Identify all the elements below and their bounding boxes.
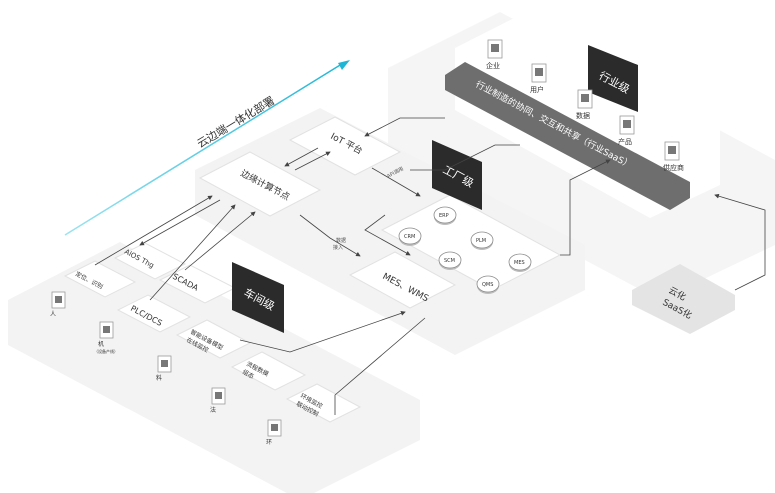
app-disc-crm: CRM bbox=[398, 227, 422, 246]
plc-card bbox=[116, 294, 192, 333]
app-disc-label: ERP bbox=[439, 213, 449, 219]
line-edge-aiot bbox=[139, 199, 221, 246]
line-edge-mes bbox=[299, 214, 361, 257]
app-disc-qms: QMS bbox=[476, 275, 500, 294]
factor-icon-label: 环 bbox=[266, 439, 272, 446]
line-iot-edge-b bbox=[294, 151, 331, 171]
industry-icon-2: 用户 bbox=[530, 63, 547, 94]
app-disc-label: QMS bbox=[482, 282, 493, 288]
industry-title-block: 行业级 bbox=[588, 45, 638, 112]
industry-icon-label: 企业 bbox=[486, 61, 500, 70]
line-iot-apps bbox=[410, 144, 520, 171]
factor-icon-label: 机 bbox=[98, 340, 104, 348]
data-access-label-1: 数据 bbox=[336, 237, 346, 244]
factor-icon-people: 人 bbox=[50, 291, 66, 318]
factor-icon-label: （设备产线） bbox=[94, 348, 118, 354]
factor-icon-label: 人 bbox=[50, 311, 56, 318]
env-card bbox=[285, 383, 362, 423]
aiot-card bbox=[113, 242, 187, 280]
workshop-title-block: 车间级 bbox=[232, 262, 284, 333]
factor-icon-material: 料 bbox=[156, 355, 172, 382]
app-disc-label: PLM bbox=[476, 238, 486, 244]
line-iot-apps-api bbox=[371, 167, 421, 197]
industry-icon-label: 数据 bbox=[576, 111, 590, 120]
industry-icon-5: 供应商 bbox=[663, 141, 684, 172]
equipment-card bbox=[175, 319, 252, 359]
factor-icon-environment: 环 bbox=[266, 419, 282, 446]
industry-icon-label: 供应商 bbox=[663, 163, 684, 172]
line-apps-industry bbox=[560, 159, 611, 256]
workshop-factor-icons: 人机（设备产线） 料法环 bbox=[50, 291, 282, 446]
line-edge-scada bbox=[184, 211, 256, 271]
app-disc-mes: MES bbox=[508, 253, 532, 272]
workshop-platform bbox=[8, 242, 420, 493]
position-card bbox=[63, 260, 137, 298]
line-edge-position bbox=[94, 195, 213, 266]
industry-icon-3: 数据 bbox=[576, 89, 593, 120]
mes-wms-card bbox=[348, 251, 457, 309]
line-cloud-industry bbox=[714, 193, 766, 291]
line-iot-edge-a bbox=[284, 147, 319, 167]
app-disc-scm: SCM bbox=[438, 251, 462, 270]
deployment-arrowhead bbox=[338, 60, 350, 70]
line-env-mes bbox=[334, 317, 426, 415]
edge-node-card bbox=[198, 151, 322, 217]
factory-app-discs: ERP PLM CRM SCM MES QMS bbox=[398, 206, 532, 294]
app-disc-plm: PLM bbox=[470, 231, 494, 250]
line-edge-plc bbox=[149, 204, 236, 301]
line-workshop-mes bbox=[239, 311, 406, 353]
app-disc-erp: ERP bbox=[433, 206, 457, 225]
cloud-saas-box bbox=[632, 264, 735, 334]
factor-icon-method: 法 bbox=[210, 387, 226, 414]
factor-icon-machine: 机（设备产线） bbox=[94, 321, 118, 354]
app-disc-label: MES bbox=[514, 260, 525, 266]
deployment-arrow bbox=[64, 61, 346, 236]
app-disc-label: SCM bbox=[444, 258, 455, 264]
iot-platform-card bbox=[288, 116, 402, 176]
connector-lines bbox=[94, 117, 766, 415]
industry-band bbox=[445, 62, 690, 210]
process-card bbox=[230, 351, 307, 391]
factor-icon-label: 法 bbox=[210, 406, 216, 414]
industry-icon-4: 产品 bbox=[618, 115, 635, 146]
line-industry-iot bbox=[364, 117, 445, 137]
data-access-label-2: 接入 bbox=[333, 244, 343, 251]
industry-icon-1: 企业 bbox=[486, 39, 503, 70]
line-apps-mes bbox=[364, 214, 411, 256]
industry-icon-label: 产品 bbox=[618, 137, 632, 146]
app-disc-label: CRM bbox=[404, 234, 415, 240]
industry-icon-label: 用户 bbox=[530, 85, 544, 94]
factor-icon-label: 料 bbox=[156, 374, 162, 382]
